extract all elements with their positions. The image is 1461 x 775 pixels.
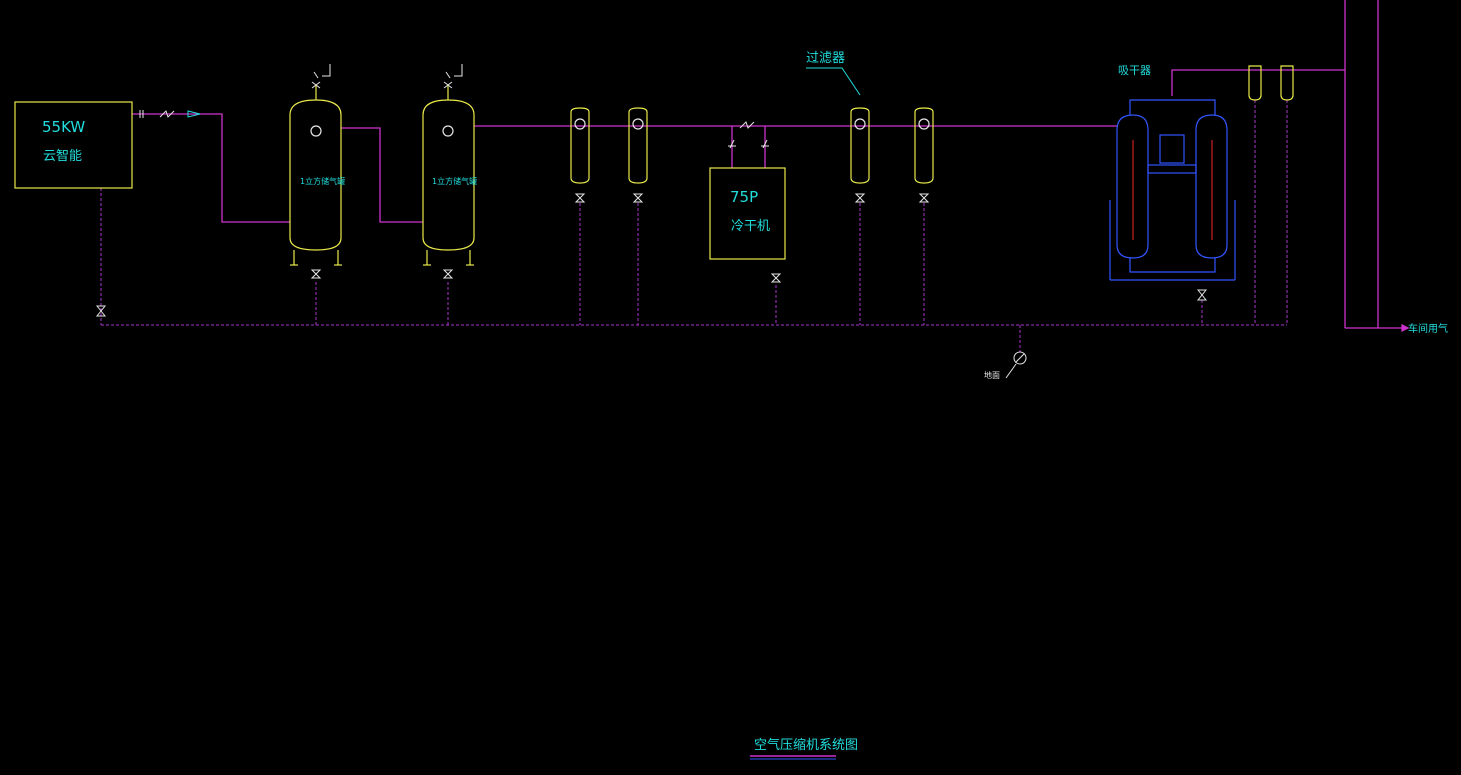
diagram-title: 空气压缩机系统图	[754, 737, 858, 753]
dryer-power-label: 75P	[730, 188, 758, 206]
adsorption-dryer-label: 吸干器	[1118, 64, 1151, 77]
filter-3[interactable]	[850, 107, 870, 184]
drain-lines	[100, 100, 1288, 352]
filter-2[interactable]	[628, 107, 648, 184]
air-compressor[interactable]: 55KW 云智能	[14, 101, 133, 189]
dryer-name-label: 冷干机	[731, 219, 770, 234]
drain-label: 地面	[984, 370, 1000, 380]
tank2-label: 1立方储气罐	[432, 176, 477, 186]
adsorption-dryer-drain	[1196, 289, 1208, 301]
filter-callout-leader	[806, 67, 861, 96]
safety-valve-icon	[311, 64, 331, 89]
main-pipeline	[132, 0, 1410, 333]
compressor-name-label: 云智能	[43, 149, 82, 164]
storage-tank-1[interactable]	[289, 85, 342, 266]
filter-callout-label: 过滤器	[806, 51, 845, 66]
tank1-label: 1立方储气罐	[300, 176, 345, 186]
drain-icon	[1005, 351, 1027, 379]
tank-drain-valves	[95, 269, 454, 317]
final-filters	[1248, 65, 1294, 101]
compressor-outlet-valves	[139, 110, 201, 118]
compressor-power-label: 55KW	[42, 118, 85, 136]
safety-valve-icon	[443, 64, 463, 89]
storage-tank-2[interactable]	[422, 85, 475, 266]
filter-4[interactable]	[914, 107, 934, 184]
outlet-label: 车间用气	[1408, 322, 1448, 335]
filter-1[interactable]	[570, 107, 590, 184]
filter-drain-valves	[574, 193, 930, 283]
adsorption-dryer[interactable]	[1109, 99, 1236, 281]
dryer-bypass-valves	[728, 121, 769, 149]
refrigerated-dryer[interactable]: 75P 冷干机	[709, 167, 786, 260]
filters	[570, 107, 934, 184]
